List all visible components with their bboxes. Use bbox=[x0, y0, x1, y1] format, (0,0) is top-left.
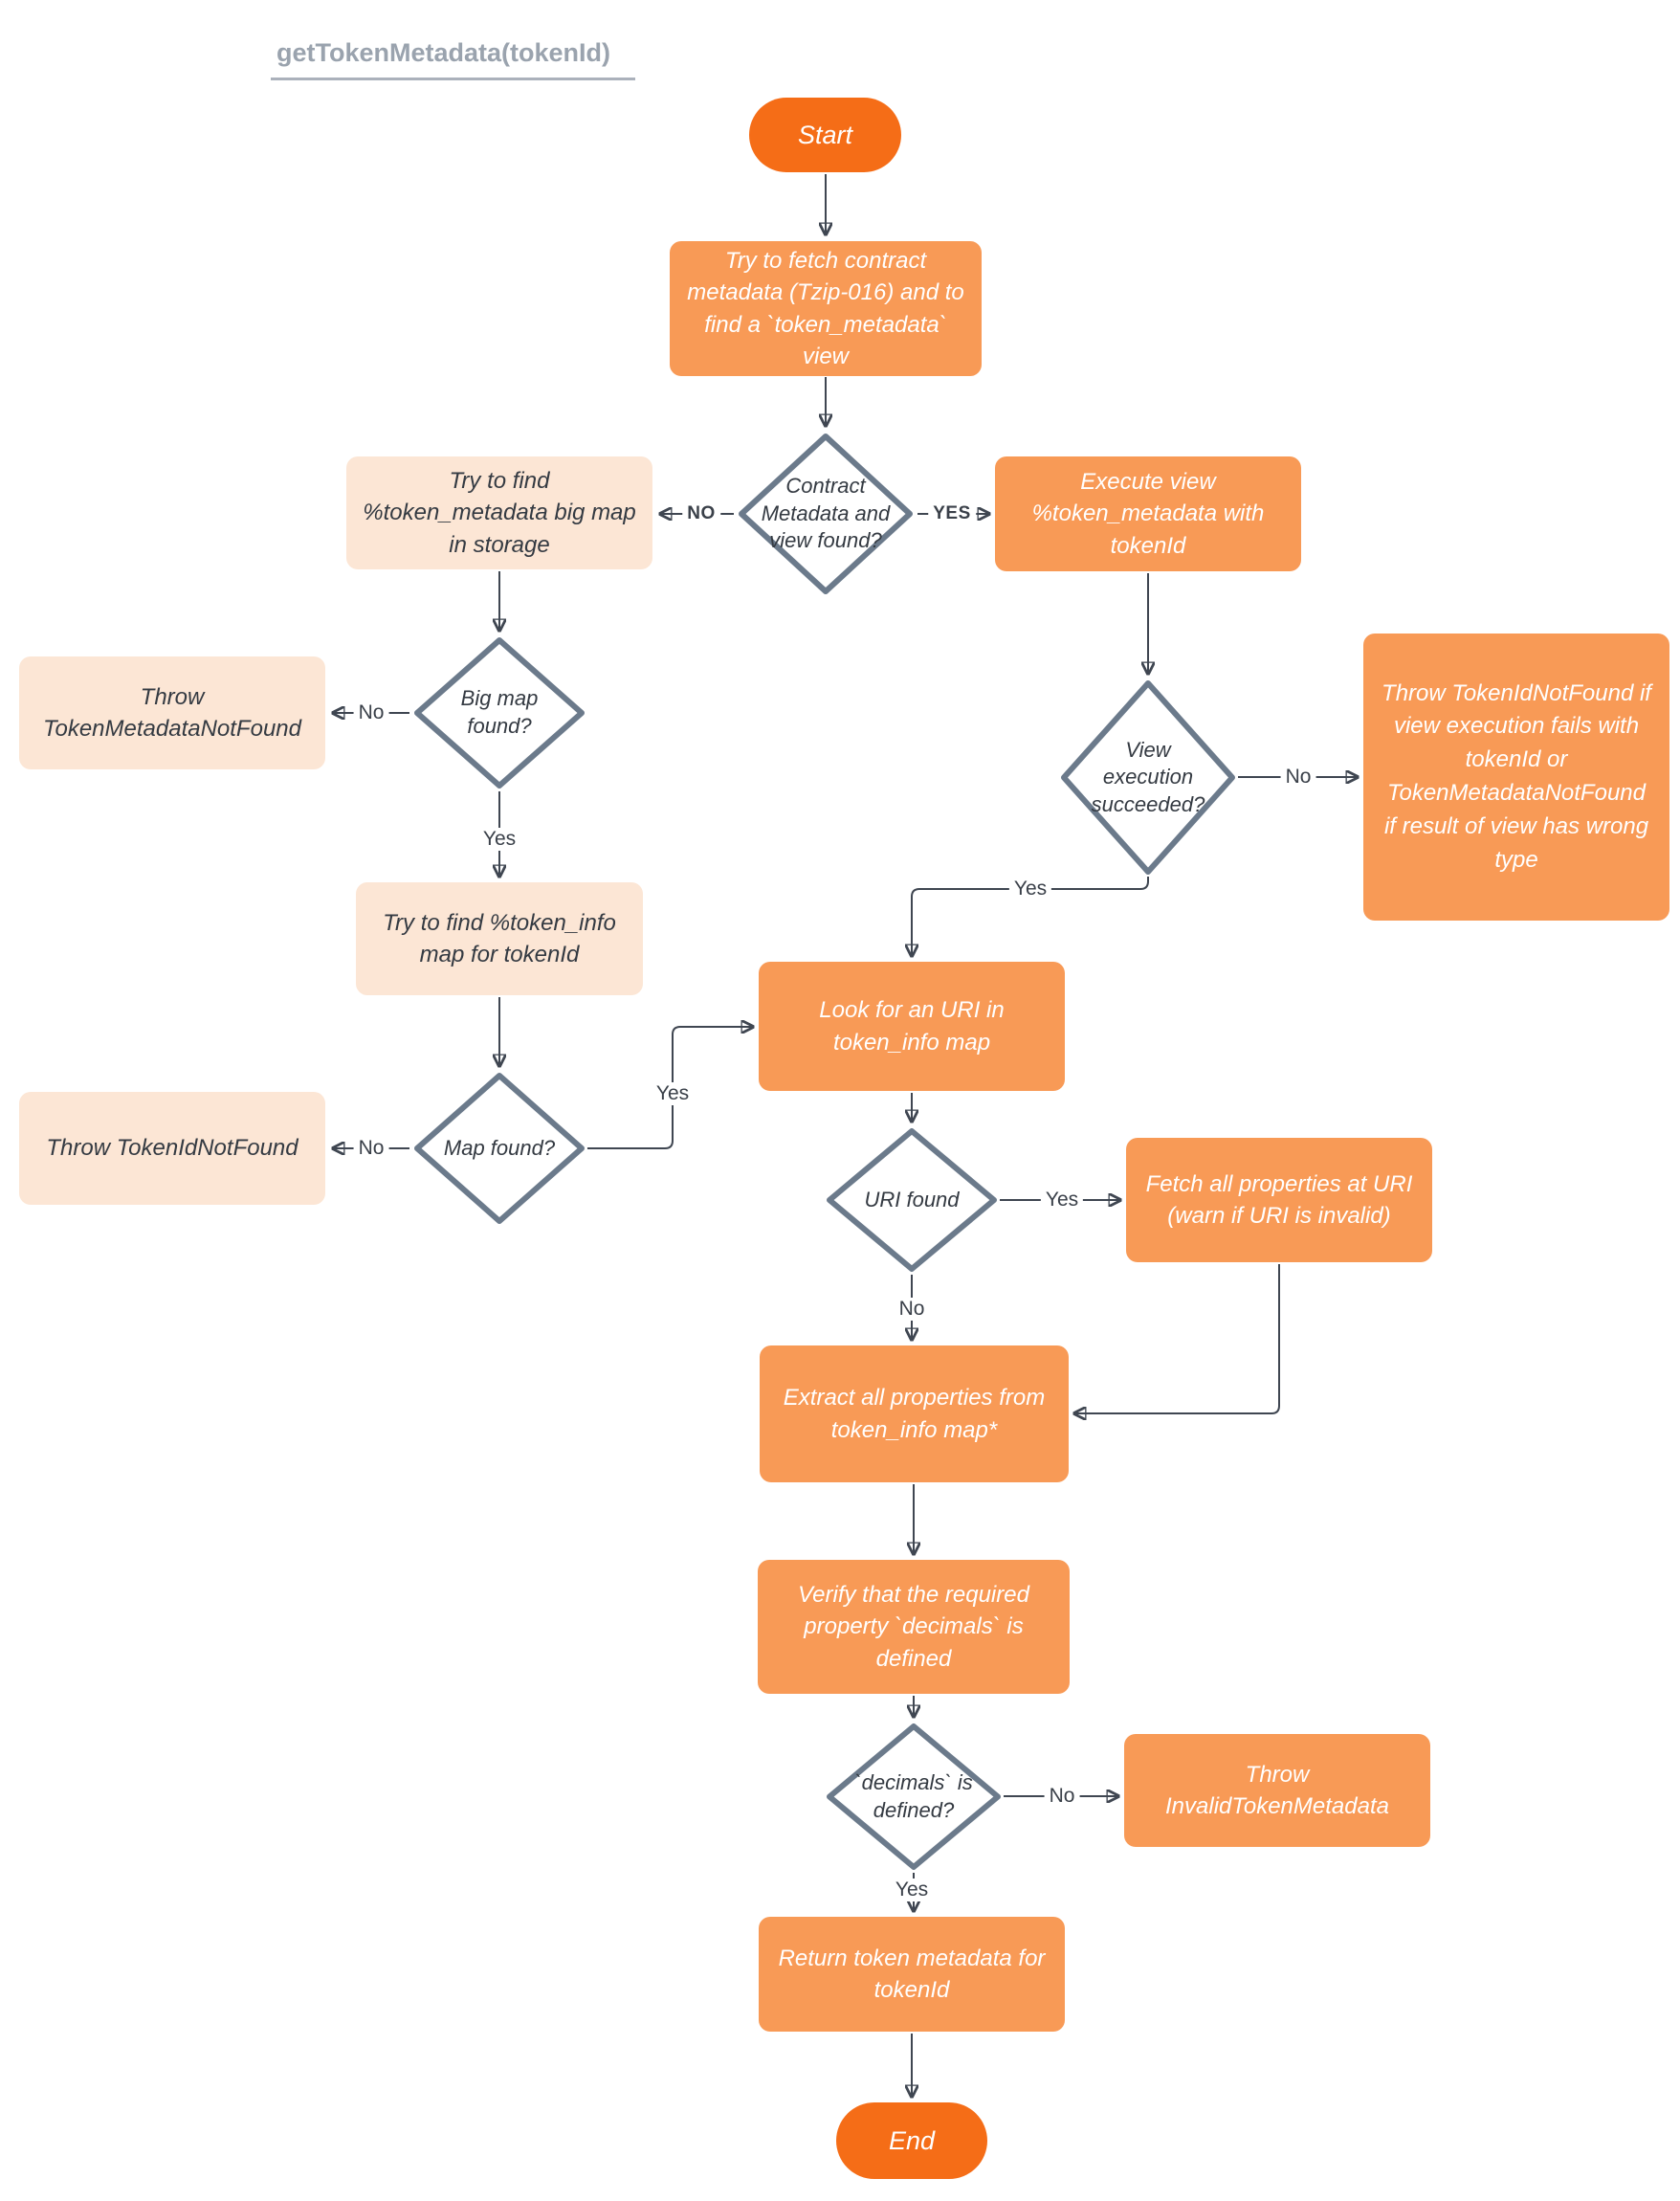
verify-decimals-step: Verify that the required property `decim… bbox=[758, 1560, 1070, 1694]
decision-label: Map found? bbox=[443, 1135, 556, 1160]
decision-label: View execution succeeded? bbox=[1091, 737, 1205, 816]
decision-label: URI found bbox=[864, 1187, 960, 1212]
decision-label: Contract Metadata and view found? bbox=[761, 474, 891, 553]
throw-token-metadata-not-found-step: Throw TokenMetadataNotFound bbox=[19, 656, 325, 769]
edge-label-map-yes: Yes bbox=[651, 1082, 695, 1105]
bigmap-found-decision: Big map found? bbox=[413, 636, 586, 789]
decision-label: Big map found? bbox=[460, 686, 539, 738]
diagram-title: getTokenMetadata(tokenId) bbox=[271, 38, 636, 80]
map-found-decision: Map found? bbox=[413, 1072, 586, 1225]
edge-label-decimals-no: No bbox=[1044, 1785, 1080, 1808]
edge-label-contract-yes: YES bbox=[928, 503, 976, 524]
contract-metadata-found-decision: Contract Metadata and view found? bbox=[738, 433, 914, 595]
return-token-metadata-step: Return token metadata for tokenId bbox=[759, 1917, 1065, 2032]
start-terminal: Start bbox=[749, 98, 901, 172]
find-token-metadata-bigmap-step: Try to find %token_metadata big map in s… bbox=[346, 456, 652, 569]
throw-view-errors-step: Throw TokenIdNotFound if view execution … bbox=[1363, 634, 1669, 921]
view-execution-succeeded-decision: View execution succeeded? bbox=[1060, 679, 1236, 876]
find-token-info-map-step: Try to find %token_info map for tokenId bbox=[356, 882, 643, 995]
diamond-shape bbox=[827, 1723, 1001, 1870]
diamond-shape bbox=[414, 1073, 585, 1224]
diamond-shape bbox=[414, 637, 585, 789]
edge-fetch-props-to-extract bbox=[1074, 1264, 1280, 1413]
edge-label-view-yes: Yes bbox=[1008, 878, 1052, 900]
end-terminal: End bbox=[836, 2102, 987, 2179]
edge-label-map-no: No bbox=[353, 1137, 389, 1160]
fetch-properties-at-uri-step: Fetch all properties at URI (warn if URI… bbox=[1126, 1138, 1432, 1262]
throw-token-id-not-found-step: Throw TokenIdNotFound bbox=[19, 1092, 325, 1205]
throw-invalid-token-metadata-step: Throw InvalidTokenMetadata bbox=[1124, 1734, 1430, 1847]
edge-label-decimals-yes: Yes bbox=[890, 1879, 934, 1901]
edge-label-bigmap-yes: Yes bbox=[477, 828, 521, 851]
edge-label-contract-no: NO bbox=[682, 503, 720, 524]
decimals-defined-decision: `decimals` is defined? bbox=[826, 1723, 1002, 1871]
execute-view-step: Execute view %token_metadata with tokenI… bbox=[995, 456, 1301, 571]
uri-found-decision: URI found bbox=[826, 1127, 998, 1273]
diamond-shape bbox=[827, 1128, 997, 1272]
diamond-shape bbox=[739, 434, 913, 594]
edge-label-view-no: No bbox=[1280, 766, 1316, 789]
edge-label-uri-yes: Yes bbox=[1040, 1189, 1084, 1212]
edge-label-uri-no: No bbox=[894, 1298, 930, 1321]
diamond-shape bbox=[1061, 680, 1235, 875]
look-for-uri-step: Look for an URI in token_info map bbox=[759, 962, 1065, 1091]
decision-label: `decimals` is defined? bbox=[854, 1769, 973, 1822]
fetch-contract-metadata-step: Try to fetch contract metadata (Tzip-016… bbox=[670, 241, 982, 376]
edge-label-bigmap-no: No bbox=[353, 701, 389, 724]
extract-properties-step: Extract all properties from token_info m… bbox=[760, 1345, 1069, 1482]
